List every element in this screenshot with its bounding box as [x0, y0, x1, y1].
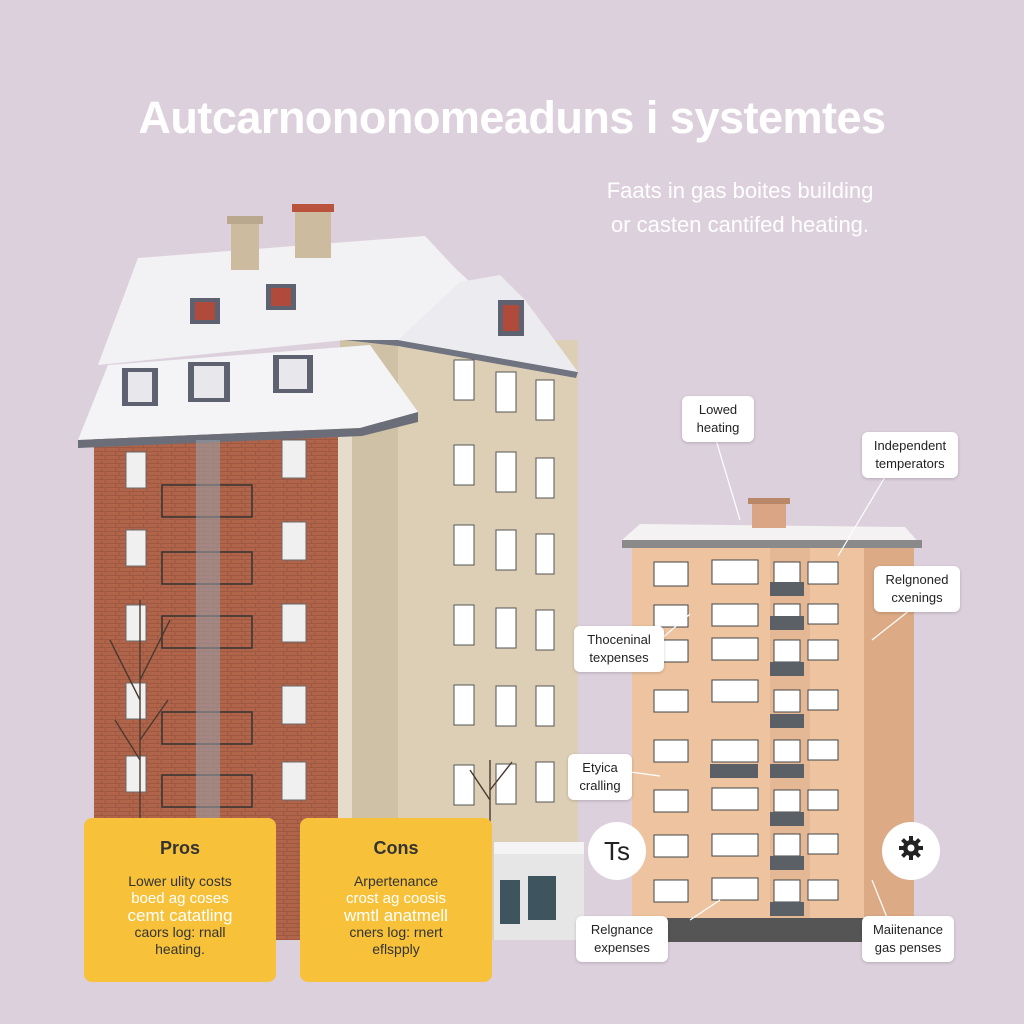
- callout-reignance-expenses: Relgnance expenses: [576, 916, 668, 962]
- pros-line: heating.: [155, 941, 205, 957]
- page-subtitle: Faats in gas boites building or casten c…: [606, 178, 874, 237]
- cons-line: wmtl anatmell: [344, 906, 448, 925]
- pros-line: cemt catatling: [127, 906, 233, 925]
- cons-line: eflspply: [372, 941, 420, 957]
- cons-card: Cons Arpertenance crost ag coosis wmtl a…: [300, 818, 492, 982]
- callout-maiitenance-gas-penses: Maiitenance gas penses: [862, 916, 954, 962]
- pros-line: caors log: rnall: [134, 924, 226, 940]
- callout-etyica-cralling: Etyica cralling: [568, 754, 632, 800]
- cons-line: crost ag coosis: [345, 890, 447, 907]
- modern-building: [622, 498, 922, 942]
- pros-line: boed ag coses: [131, 890, 229, 907]
- cons-line: cners log: rnert: [349, 924, 443, 940]
- cons-title: Cons: [373, 838, 419, 858]
- callout-reignoned-cxenings: Relgnoned cxenings: [874, 566, 960, 612]
- callout-thoceninal-texpenses: Thoceninal texpenses: [574, 626, 664, 672]
- pros-line: Lower ulity costs: [128, 873, 232, 889]
- callout-independent-temperators: Independent temperators: [862, 432, 958, 478]
- cons-line: Arpertenance: [353, 873, 439, 889]
- pros-card: Pros Lower ulity costs boed ag coses cem…: [84, 818, 276, 982]
- page-title: Autcarnononomeaduns i systemtes: [138, 92, 886, 143]
- old-building: [78, 204, 584, 940]
- gear-badge: [882, 822, 940, 880]
- pros-title: Pros: [159, 838, 201, 858]
- gear-icon: [897, 834, 925, 869]
- callout-leaders: [629, 439, 911, 921]
- callout-lowed-heating: Lowed heating: [682, 396, 754, 442]
- ts-badge: Ts: [588, 822, 646, 880]
